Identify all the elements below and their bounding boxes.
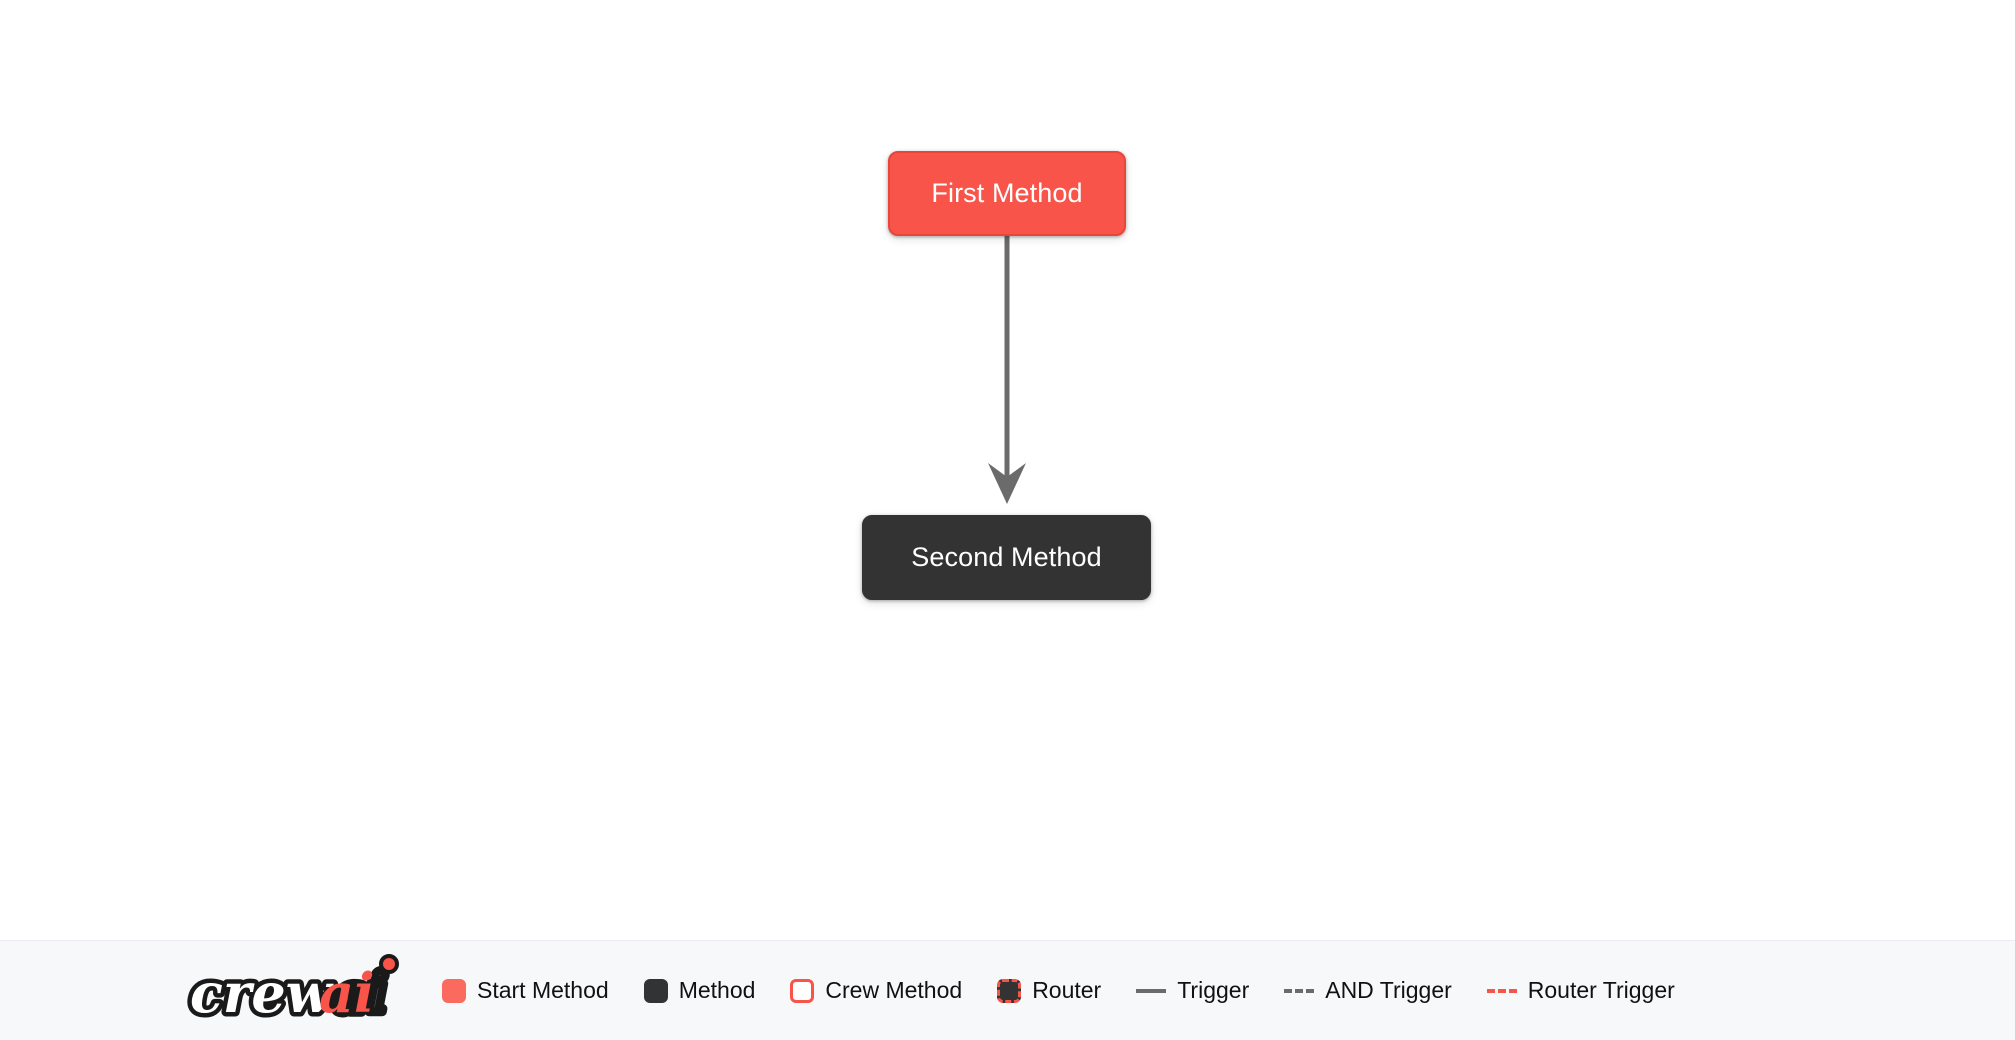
start-method-swatch: [442, 978, 466, 1003]
edge-layer: [988, 236, 1026, 504]
logo-ai-text: ai: [319, 961, 375, 1025]
flow-node-second-method[interactable]: Second Method: [862, 515, 1151, 600]
flow-node-label: First Method: [931, 178, 1083, 208]
logo-dot-icon: [379, 953, 399, 974]
logo-outline: crewai: [190, 961, 388, 1025]
legend-item-trigger[interactable]: Trigger: [1136, 977, 1249, 1004]
legend-label: AND Trigger: [1325, 977, 1452, 1003]
legend-item-router[interactable]: Router: [997, 977, 1101, 1004]
logo-crew-text: crew: [190, 961, 335, 1025]
legend-item-router-trigger[interactable]: Router Trigger: [1486, 977, 1675, 1004]
legend-label: Crew Method: [825, 977, 963, 1003]
router-swatch: [997, 978, 1022, 1003]
legend-label: Start Method: [477, 977, 609, 1003]
and-trigger-line: [1284, 988, 1315, 993]
legend-bar: crewai crew ai Start Method Method Crew …: [0, 940, 2015, 1040]
crewai-logo: crewai crew ai: [186, 953, 399, 1029]
legend-item-start-method[interactable]: Start Method: [442, 977, 609, 1004]
trigger-line: [1136, 988, 1167, 993]
method-swatch: [643, 978, 668, 1003]
router-trigger-line: [1486, 988, 1517, 993]
arrowhead-icon: [988, 463, 1026, 504]
flow-canvas[interactable]: First Method Second Method: [0, 0, 2015, 940]
edge-first-to-second: [988, 236, 1026, 504]
flow-node-first-method[interactable]: First Method: [888, 151, 1126, 236]
legend-label: Method: [678, 977, 756, 1003]
legend-label: Router Trigger: [1527, 977, 1675, 1003]
legend-label: Trigger: [1177, 977, 1250, 1003]
legend-item-and-trigger[interactable]: AND Trigger: [1284, 977, 1452, 1004]
crew-method-swatch: [790, 978, 815, 1003]
legend-item-method[interactable]: Method: [643, 977, 756, 1004]
legend-items: Start Method Method Crew Method Router T…: [442, 977, 1710, 1004]
flow-node-label: Second Method: [911, 542, 1102, 572]
legend-item-crew-method[interactable]: Crew Method: [790, 977, 962, 1004]
legend-label: Router: [1032, 977, 1102, 1003]
